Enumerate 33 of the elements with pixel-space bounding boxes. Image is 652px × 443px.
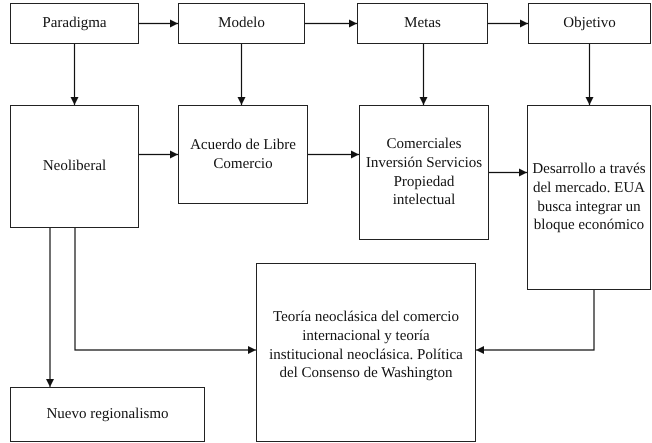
text-box	[178, 105, 308, 204]
arrow	[70, 44, 78, 105]
text-box	[256, 263, 476, 442]
arrow	[139, 20, 178, 28]
arrow	[586, 44, 594, 105]
text-box	[178, 3, 305, 44]
arrow	[238, 44, 246, 105]
box-text: Comerciales Inversión Servicios Propiedad intelectual	[364, 135, 484, 210]
text-box	[10, 387, 205, 442]
box-text: Desarrollo a través del mercado. EUA busca integrar un bloque económico	[532, 160, 646, 235]
box-text: Teoría neoclásica del comercio internacional y teoría institucional neoclásica. Política del Consenso de Washington	[268, 308, 464, 383]
text-box	[527, 105, 651, 290]
arrow	[74, 228, 256, 354]
arrow	[476, 290, 595, 354]
box-text: Neoliberal	[42, 157, 106, 176]
arrow	[308, 150, 359, 158]
box-text: Metas	[404, 14, 441, 33]
arrow	[305, 20, 357, 28]
arrow	[46, 228, 54, 387]
arrow	[420, 44, 428, 105]
box-text: Acuerdo de Libre Comercio	[189, 136, 297, 174]
arrow	[489, 168, 527, 176]
text-box	[528, 3, 651, 44]
arrow	[488, 20, 528, 28]
box-text: Nuevo regionalismo	[46, 405, 169, 424]
box-text: Modelo	[218, 14, 265, 33]
arrow	[139, 150, 178, 158]
text-box	[10, 3, 139, 44]
box-text: Objetivo	[563, 14, 616, 33]
box-text: Paradigma	[42, 14, 107, 33]
text-box	[357, 3, 488, 44]
text-box	[359, 105, 489, 240]
text-box	[10, 105, 139, 228]
